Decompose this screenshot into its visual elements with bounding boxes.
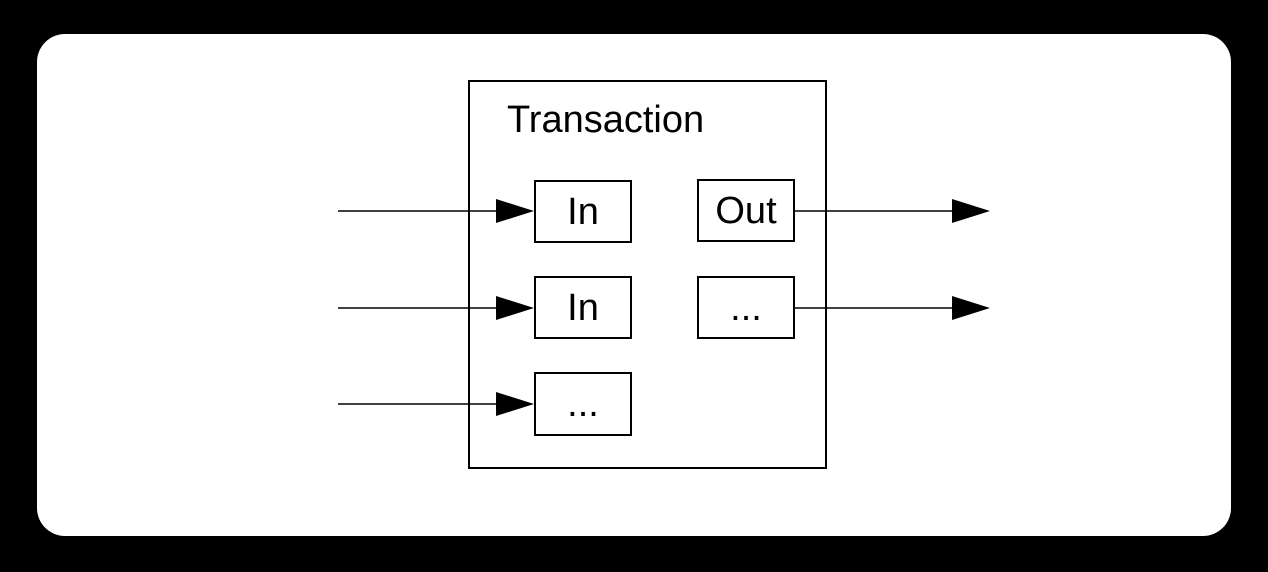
transaction-title: Transaction — [507, 99, 705, 141]
transaction-box: Transaction — [468, 80, 827, 469]
input-node-1: In — [534, 180, 632, 243]
output-node-2: ... — [697, 276, 795, 339]
input-node-2: In — [534, 276, 632, 339]
output-node-1: Out — [697, 179, 795, 242]
input-node-3: ... — [534, 372, 632, 436]
diagram-card: Transaction In Out In ... ... — [37, 34, 1231, 536]
